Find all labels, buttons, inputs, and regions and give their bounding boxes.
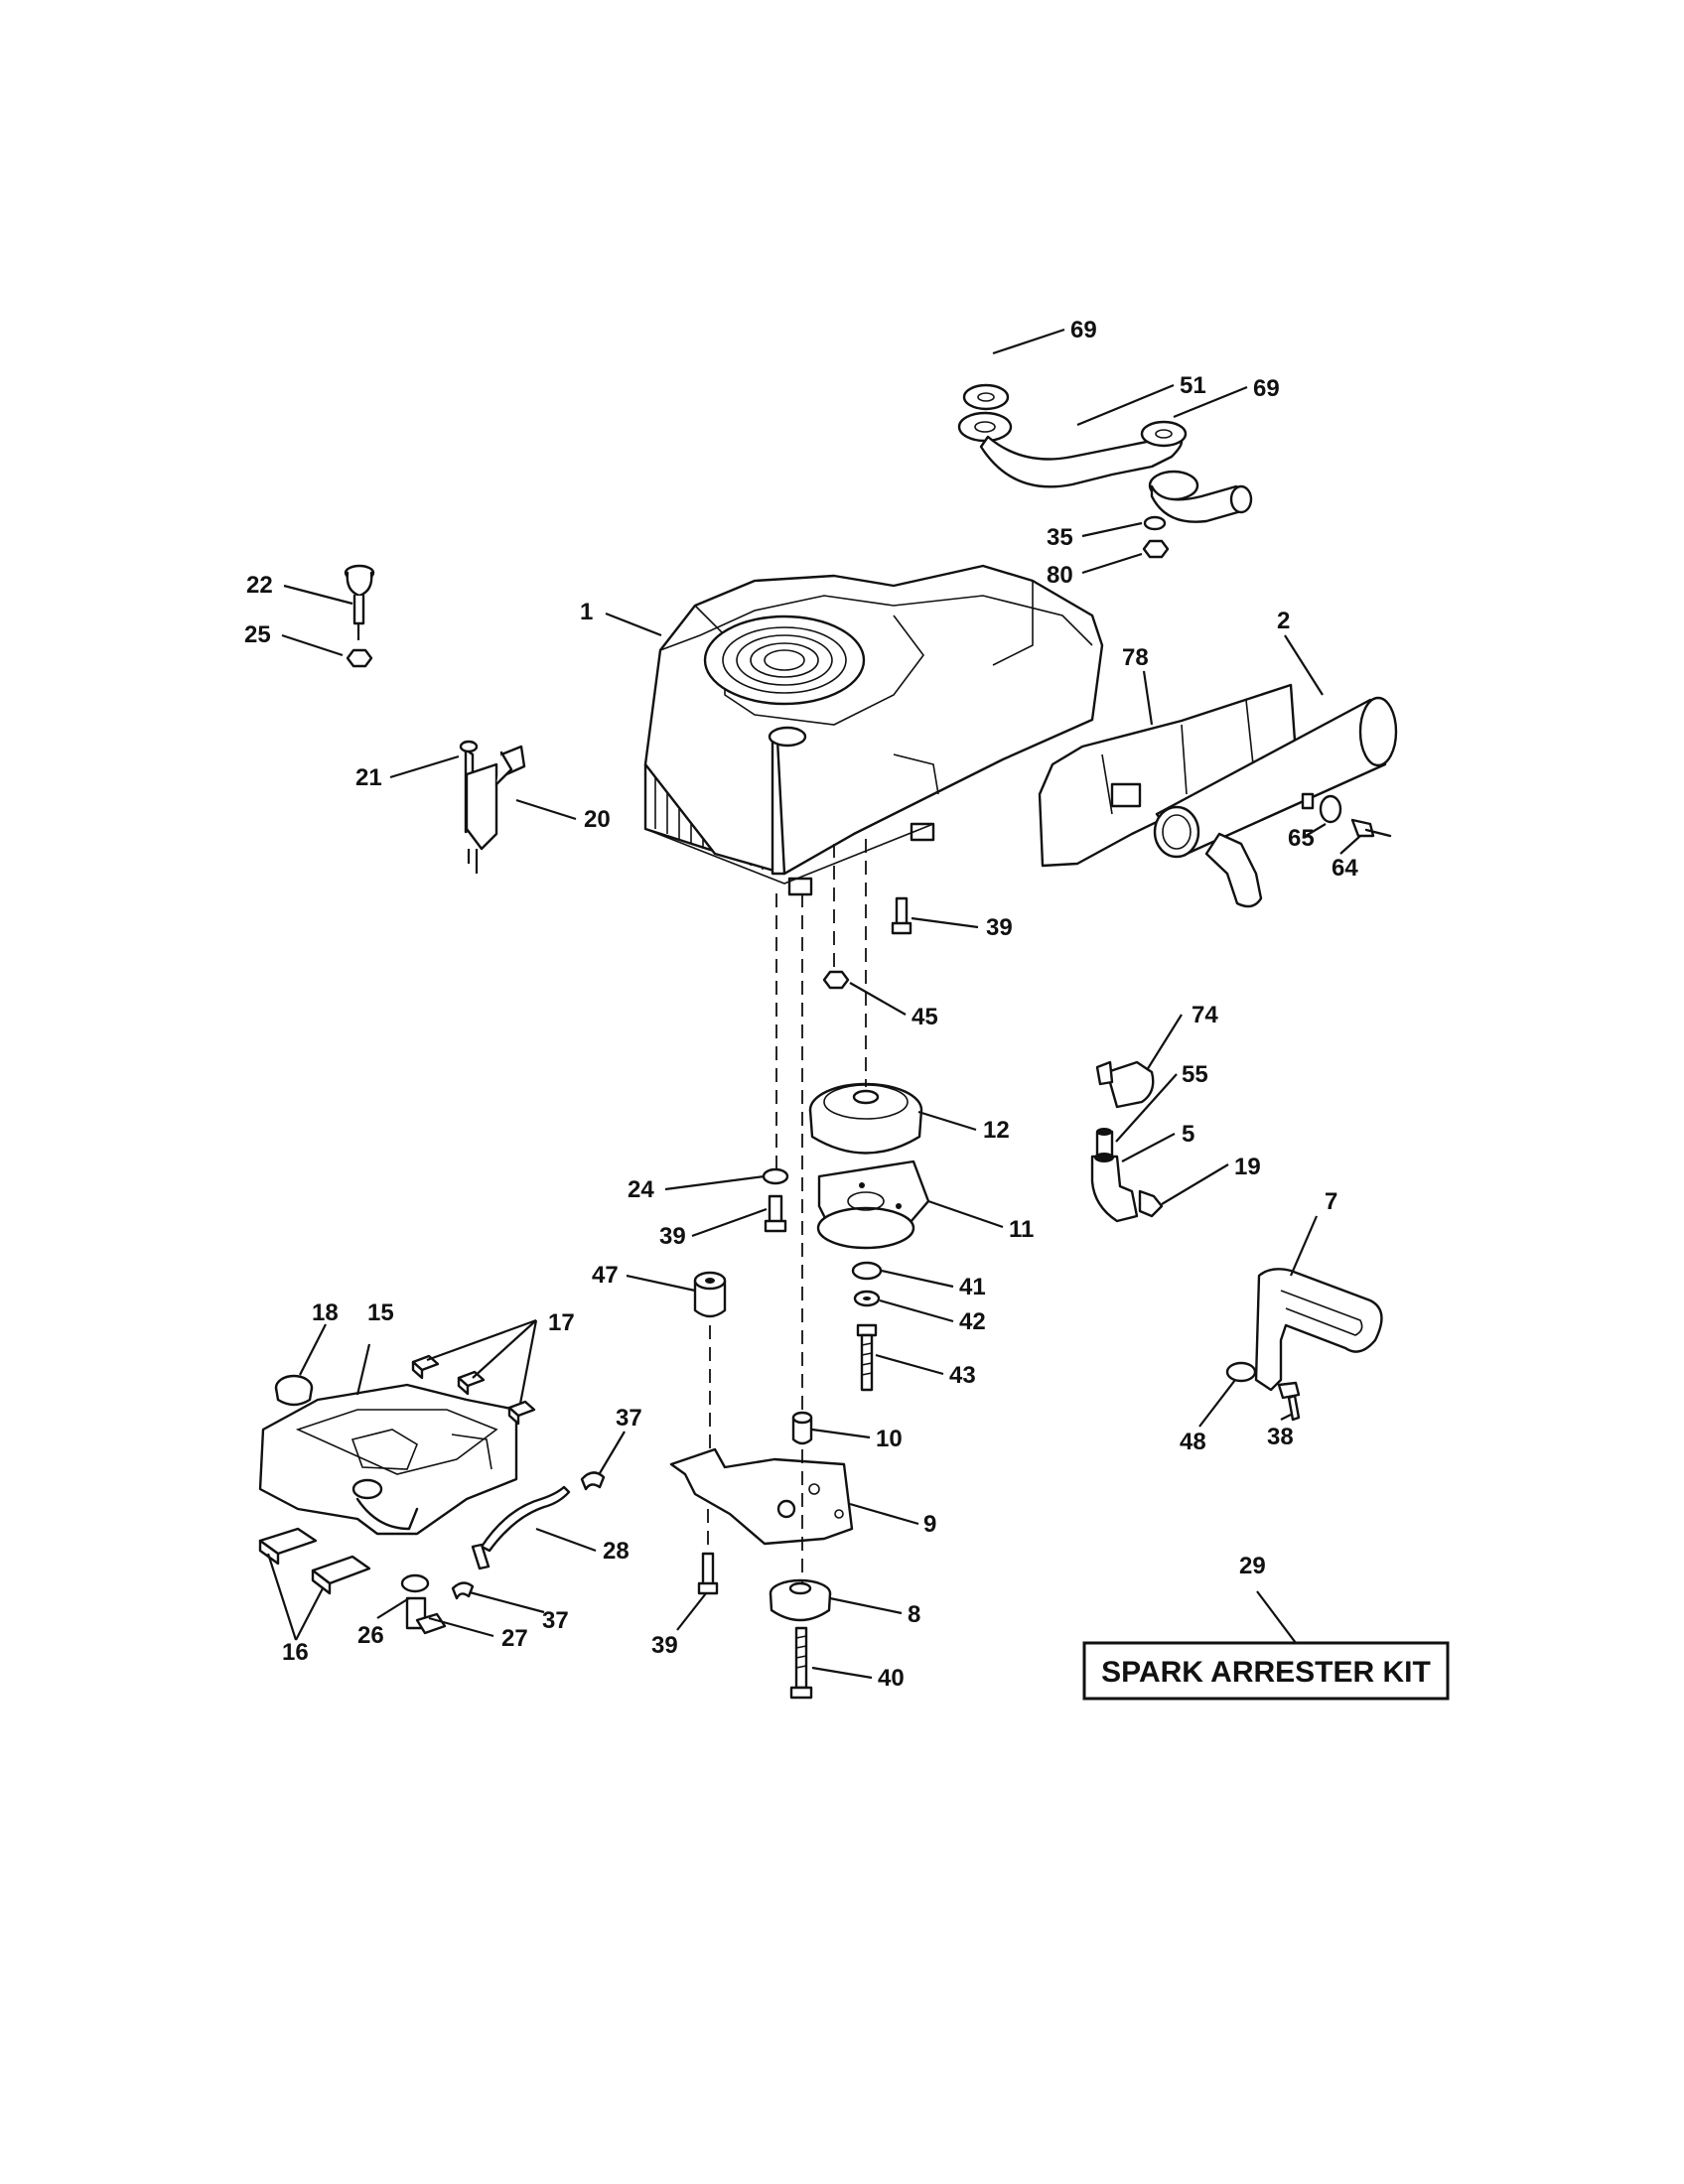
clamp-37a <box>580 1471 606 1491</box>
callout-9: 9 <box>923 1511 936 1538</box>
callout-69: 69 <box>1070 317 1097 343</box>
bolt-64 <box>1350 818 1392 838</box>
washer-35 <box>1143 515 1167 531</box>
callout-10: 10 <box>876 1426 903 1452</box>
bolt-38 <box>1277 1381 1301 1422</box>
pads-16 <box>258 1527 371 1595</box>
callout-22: 22 <box>246 572 273 599</box>
exhaust-pipe <box>957 383 1253 523</box>
callout-40: 40 <box>878 1665 905 1692</box>
alignment-lines <box>707 839 867 1583</box>
callout-51: 51 <box>1180 372 1206 399</box>
engine <box>643 564 1104 896</box>
callout-15: 15 <box>367 1299 394 1326</box>
bolt-39c <box>697 1552 719 1595</box>
callout-41: 41 <box>959 1274 986 1300</box>
callout-5: 5 <box>1182 1121 1194 1148</box>
callout-35: 35 <box>1047 524 1073 551</box>
callout-27: 27 <box>501 1625 528 1652</box>
nut-25 <box>346 648 373 668</box>
callout-12: 12 <box>983 1117 1010 1144</box>
muffler-heat-shield <box>1038 683 1298 868</box>
washer-41 <box>851 1261 883 1281</box>
callout-78: 78 <box>1122 644 1149 671</box>
washer-24 <box>762 1167 789 1185</box>
callout-69: 69 <box>1253 375 1280 402</box>
bolt-43 <box>856 1323 878 1392</box>
callout-65: 65 <box>1288 825 1315 852</box>
callout-47: 47 <box>592 1262 619 1289</box>
callout-17: 17 <box>548 1309 575 1336</box>
callout-24: 24 <box>628 1176 654 1203</box>
washer-26 <box>400 1573 430 1593</box>
bracket-9 <box>669 1447 854 1546</box>
callout-21: 21 <box>355 764 382 791</box>
washer-48 <box>1225 1361 1257 1383</box>
callout-74: 74 <box>1192 1002 1218 1028</box>
callout-28: 28 <box>603 1538 630 1565</box>
callout-25: 25 <box>244 621 271 648</box>
spacer-10 <box>791 1411 813 1445</box>
callout-45: 45 <box>912 1004 938 1030</box>
spark-arrester-kit-label: SPARK ARRESTER KIT <box>1101 1656 1431 1689</box>
callout-1: 1 <box>580 599 593 625</box>
callout-29: 29 <box>1239 1553 1266 1579</box>
callout-26: 26 <box>357 1622 384 1649</box>
callout-64: 64 <box>1332 855 1358 882</box>
muffler <box>1153 696 1398 908</box>
washer-65 <box>1319 794 1342 824</box>
callout-19: 19 <box>1234 1154 1261 1180</box>
nut-80 <box>1142 539 1170 559</box>
callout-39: 39 <box>651 1632 678 1659</box>
callout-11: 11 <box>1009 1216 1034 1243</box>
battery-tray-15 <box>258 1383 518 1536</box>
plug-19 <box>1138 1189 1164 1218</box>
callout-20: 20 <box>584 806 611 833</box>
callout-38: 38 <box>1267 1424 1294 1450</box>
callout-37: 37 <box>616 1405 642 1432</box>
callout-labels: 69 51 69 35 80 1 78 2 22 25 21 20 65 64 … <box>244 317 1358 1692</box>
callout-42: 42 <box>959 1308 986 1335</box>
callout-39: 39 <box>659 1223 686 1250</box>
clutch-11 <box>816 1160 930 1250</box>
callout-39: 39 <box>986 914 1013 941</box>
callout-48: 48 <box>1180 1429 1206 1455</box>
spacer-47 <box>693 1271 727 1318</box>
elbow-5 <box>1090 1153 1139 1223</box>
leader-lines <box>266 328 1361 1680</box>
callout-18: 18 <box>312 1299 339 1326</box>
callout-8: 8 <box>908 1601 920 1628</box>
pulley-12 <box>808 1082 923 1155</box>
callout-16: 16 <box>282 1639 309 1666</box>
pads-17 <box>411 1354 536 1426</box>
nut-45 <box>822 970 850 990</box>
fuel-hose-28 <box>471 1485 571 1570</box>
cap-18 <box>274 1374 314 1407</box>
callout-43: 43 <box>949 1362 976 1389</box>
callout-55: 55 <box>1182 1061 1208 1088</box>
drain-elbow-74 <box>1095 1060 1155 1109</box>
spark-arrester-kit-box <box>1082 1641 1450 1701</box>
callout-37: 37 <box>542 1607 569 1634</box>
knob-22 <box>344 564 375 640</box>
pulley-8 <box>769 1578 832 1622</box>
callout-2: 2 <box>1277 608 1290 634</box>
bolt-39b <box>764 1194 787 1233</box>
clamp-37b <box>451 1581 475 1600</box>
callout-80: 80 <box>1047 562 1073 589</box>
fuel-fitting-27 <box>405 1596 447 1635</box>
callout-7: 7 <box>1325 1188 1337 1215</box>
bolt-40 <box>789 1626 813 1700</box>
bracket-7 <box>1254 1268 1383 1392</box>
throttle-control <box>459 740 526 874</box>
bolt-39a <box>891 896 912 935</box>
